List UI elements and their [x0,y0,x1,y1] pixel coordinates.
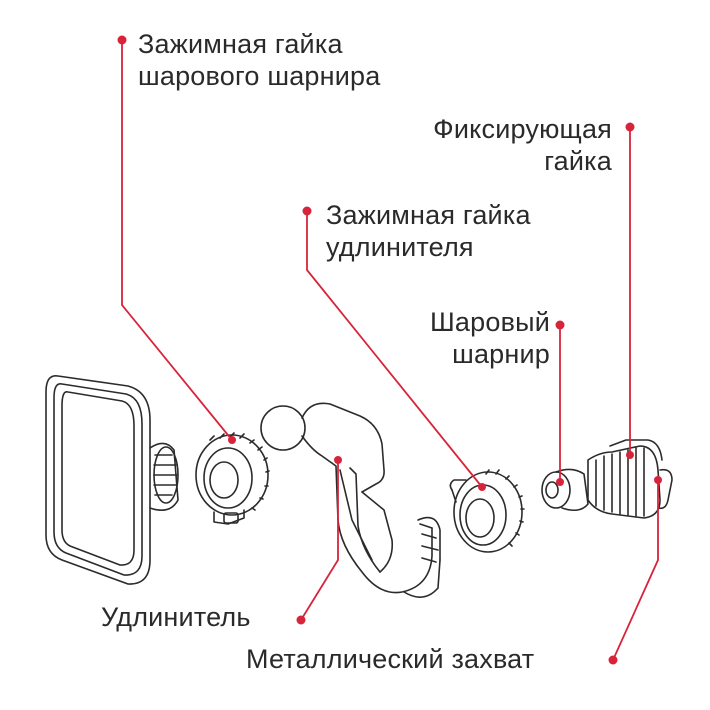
label-metal-clip: Металлический захват [246,644,535,674]
callout-dots [117,35,662,665]
ball-joint-part [541,468,589,512]
callout-dot-ball-joint-target [556,478,564,486]
label-extension: Удлинитель [101,602,251,632]
label-ball-joint: Шаровый шарнир [429,307,550,369]
callout-dot-extension-clamp-nut [302,206,312,216]
label-extension-clamp-nut: Зажимная гайка удлинителя [326,200,531,262]
callout-dot-ball-clamp-nut [117,35,127,45]
callout-dot-extension [296,615,306,625]
callout-dot-metal-clip-target [654,476,662,484]
callout-dot-metal-clip [608,655,618,665]
fixing-nut-and-clip [587,439,673,519]
label-fixing-nut: Фиксирующая гайка [433,114,612,176]
magnetic-plate [45,375,151,585]
callout-lines [121,40,659,661]
extension-arm [260,402,441,598]
callout-dot-extension-target [334,456,342,464]
callout-dot-ball-clamp-nut-target [228,436,236,444]
ball-clamp-nut [195,432,270,525]
plate-mount [149,442,179,511]
callout-dot-fixing-nut [625,122,635,132]
callout-dot-ball-joint [555,320,565,330]
callout-dot-extension-clamp-nut-target [478,483,486,491]
label-ball-clamp-nut: Зажимная гайка шарового шарнира [138,29,381,91]
extension-clamp-nut [449,469,525,553]
callout-dot-fixing-nut-target [626,451,634,459]
